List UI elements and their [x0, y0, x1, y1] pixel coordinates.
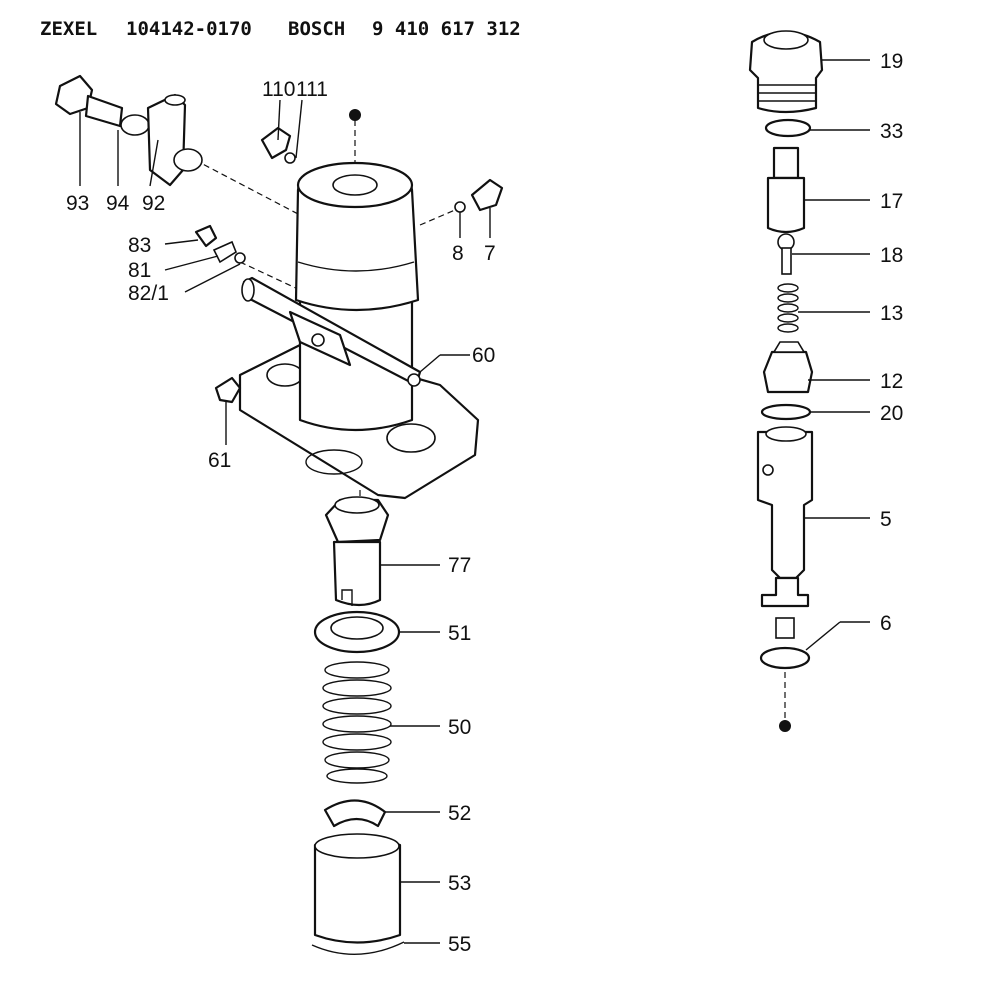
callout-8: 8: [452, 242, 464, 265]
header-part-number-zexel: 104142-0170: [126, 18, 252, 40]
leader-lines: [79, 59, 870, 944]
header-maker-bosch: BOSCH: [288, 18, 345, 40]
callout-50: 50: [448, 716, 471, 739]
callout-52: 52: [448, 802, 471, 825]
pump-body-drawing: [54, 74, 504, 955]
callout-60: 60: [472, 344, 495, 367]
header-maker-zexel: ZEXEL: [40, 18, 97, 40]
callout-13: 13: [880, 302, 903, 325]
callout-110: 110: [262, 78, 295, 101]
callout-77: 77: [448, 554, 471, 577]
callout-6: 6: [880, 612, 892, 635]
callout-19: 19: [880, 50, 903, 73]
callout-61: 61: [208, 449, 231, 472]
callout-5: 5: [880, 508, 892, 531]
callout-81: 81: [128, 259, 151, 282]
callout-18: 18: [880, 244, 903, 267]
callout-51: 51: [448, 622, 471, 645]
callout-82-1: 82/1: [128, 282, 169, 305]
header-part-number-bosch: 9 410 617 312: [372, 18, 521, 40]
callout-92: 92: [142, 192, 165, 215]
callout-12: 12: [880, 370, 903, 393]
callout-7: 7: [484, 242, 496, 265]
callout-94: 94: [106, 192, 130, 215]
assembly-marker-dot-bottom: [779, 720, 791, 732]
assembly-marker-dot-top: [349, 109, 361, 121]
callout-53: 53: [448, 872, 471, 895]
callout-20: 20: [880, 402, 903, 425]
callout-33: 33: [880, 120, 903, 143]
delivery-valve-stack-drawing: [748, 30, 824, 732]
callout-111: 111: [296, 78, 328, 101]
callout-83: 83: [128, 234, 151, 257]
callout-93: 93: [66, 192, 89, 215]
callout-17: 17: [880, 190, 903, 213]
callout-55: 55: [448, 933, 471, 956]
